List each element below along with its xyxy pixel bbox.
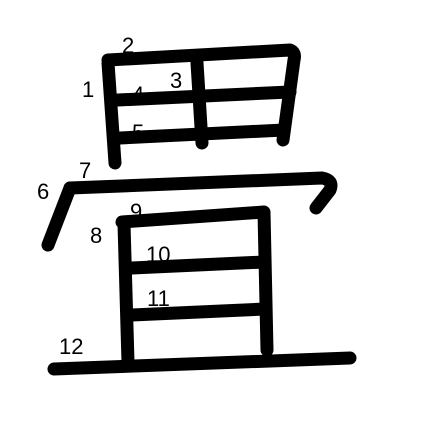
stroke-number-7: 7 bbox=[79, 158, 91, 183]
stroke-number-12: 12 bbox=[59, 334, 83, 359]
stroke-number-11: 11 bbox=[147, 286, 170, 311]
stroke-11 bbox=[125, 302, 272, 322]
stroke-number-1: 1 bbox=[82, 77, 94, 102]
stroke-6 bbox=[41, 181, 77, 252]
stroke-9 bbox=[115, 205, 274, 357]
stroke-4 bbox=[111, 85, 297, 107]
stroke-5 bbox=[113, 123, 291, 145]
stroke-number-10: 10 bbox=[146, 242, 170, 267]
stroke-paths bbox=[41, 43, 357, 376]
stroke-8 bbox=[117, 217, 135, 369]
stroke-10 bbox=[125, 255, 271, 275]
stroke-number-2: 2 bbox=[122, 33, 134, 58]
stroke-number-4: 4 bbox=[132, 82, 144, 107]
stroke-12 bbox=[47, 351, 357, 376]
stroke-7 bbox=[63, 171, 338, 215]
stroke-number-3: 3 bbox=[170, 68, 182, 93]
stroke-number-6: 6 bbox=[37, 179, 49, 204]
stroke-number-5: 5 bbox=[132, 120, 144, 145]
stroke-number-8: 8 bbox=[90, 223, 102, 248]
stroke-number-9: 9 bbox=[130, 199, 142, 224]
stroke-1 bbox=[101, 56, 122, 170]
stroke-2 bbox=[101, 43, 301, 147]
